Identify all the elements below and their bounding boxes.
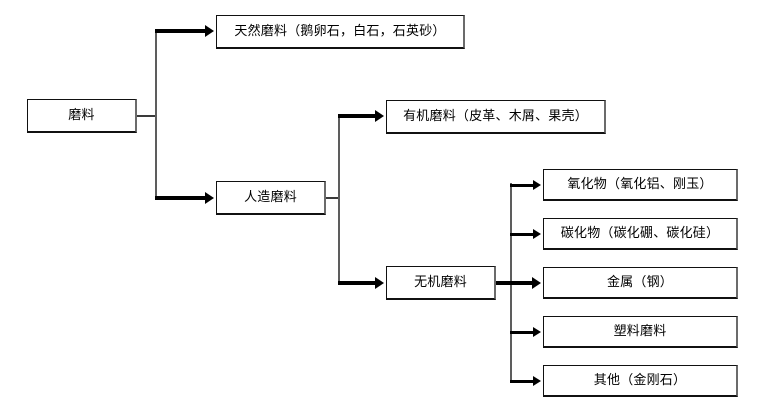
node-carbide[interactable]: 碳化物（碳化硼、碳化硅） (543, 218, 738, 250)
connector-inorganic-to-plastic (510, 331, 536, 334)
connector-artificial-trunk (338, 114, 340, 284)
connector-artificial-to-organic (338, 114, 378, 118)
connector-artificial-to-inorganic (338, 281, 378, 285)
arrow-inorganic-to-metal-icon (532, 277, 541, 289)
node-label: 人造磨料 (244, 190, 297, 205)
node-label: 无机磨料 (414, 275, 467, 290)
arrow-inorganic-to-oxide-icon (533, 180, 541, 190)
connector-root-to-artificial (155, 196, 207, 200)
connector-root-trunk (155, 30, 157, 200)
node-label: 碳化物（碳化硼、碳化硅） (560, 226, 720, 241)
node-plastic-abrasive[interactable]: 塑料磨料 (543, 316, 738, 348)
node-label: 其他（金刚石） (593, 373, 687, 388)
arrow-root-to-natural-icon (205, 25, 214, 37)
node-label: 金属（钢） (606, 275, 673, 290)
node-label: 塑料磨料 (613, 324, 667, 339)
connector-inorganic-to-other (510, 380, 536, 383)
node-organic-abrasive[interactable]: 有机磨料（皮革、木屑、果壳） (386, 100, 606, 134)
arrow-artificial-to-inorganic-icon (375, 277, 384, 289)
node-artificial-abrasive[interactable]: 人造磨料 (216, 181, 326, 215)
connector-root-to-natural (155, 29, 207, 33)
node-metal[interactable]: 金属（钢） (543, 267, 738, 299)
node-other[interactable]: 其他（金刚石） (543, 365, 738, 397)
connector-inorganic-to-oxide (510, 184, 536, 187)
arrow-artificial-to-organic-icon (375, 110, 384, 122)
node-label: 磨料 (68, 108, 95, 123)
arrow-inorganic-to-plastic-icon (533, 327, 541, 337)
node-root-abrasive[interactable]: 磨料 (27, 99, 137, 133)
arrow-inorganic-to-carbide-icon (533, 229, 541, 239)
node-oxide[interactable]: 氧化物（氧化铝、刚玉） (543, 169, 738, 201)
connector-root-stub (137, 115, 157, 117)
node-label: 氧化物（氧化铝、刚玉） (567, 177, 713, 192)
connector-artificial-stub (326, 197, 340, 199)
node-inorganic-abrasive[interactable]: 无机磨料 (386, 266, 496, 300)
arrow-inorganic-to-other-icon (533, 376, 541, 386)
arrow-root-to-artificial-icon (205, 192, 214, 204)
connector-inorganic-to-metal (510, 281, 536, 285)
node-natural-abrasive[interactable]: 天然磨料（鹅卵石，白石，石英砂） (216, 15, 465, 49)
node-label: 天然磨料（鹅卵石，白石，石英砂） (234, 24, 446, 39)
connector-inorganic-to-carbide (510, 233, 536, 236)
node-label: 有机磨料（皮革、木屑、果壳） (403, 109, 588, 124)
